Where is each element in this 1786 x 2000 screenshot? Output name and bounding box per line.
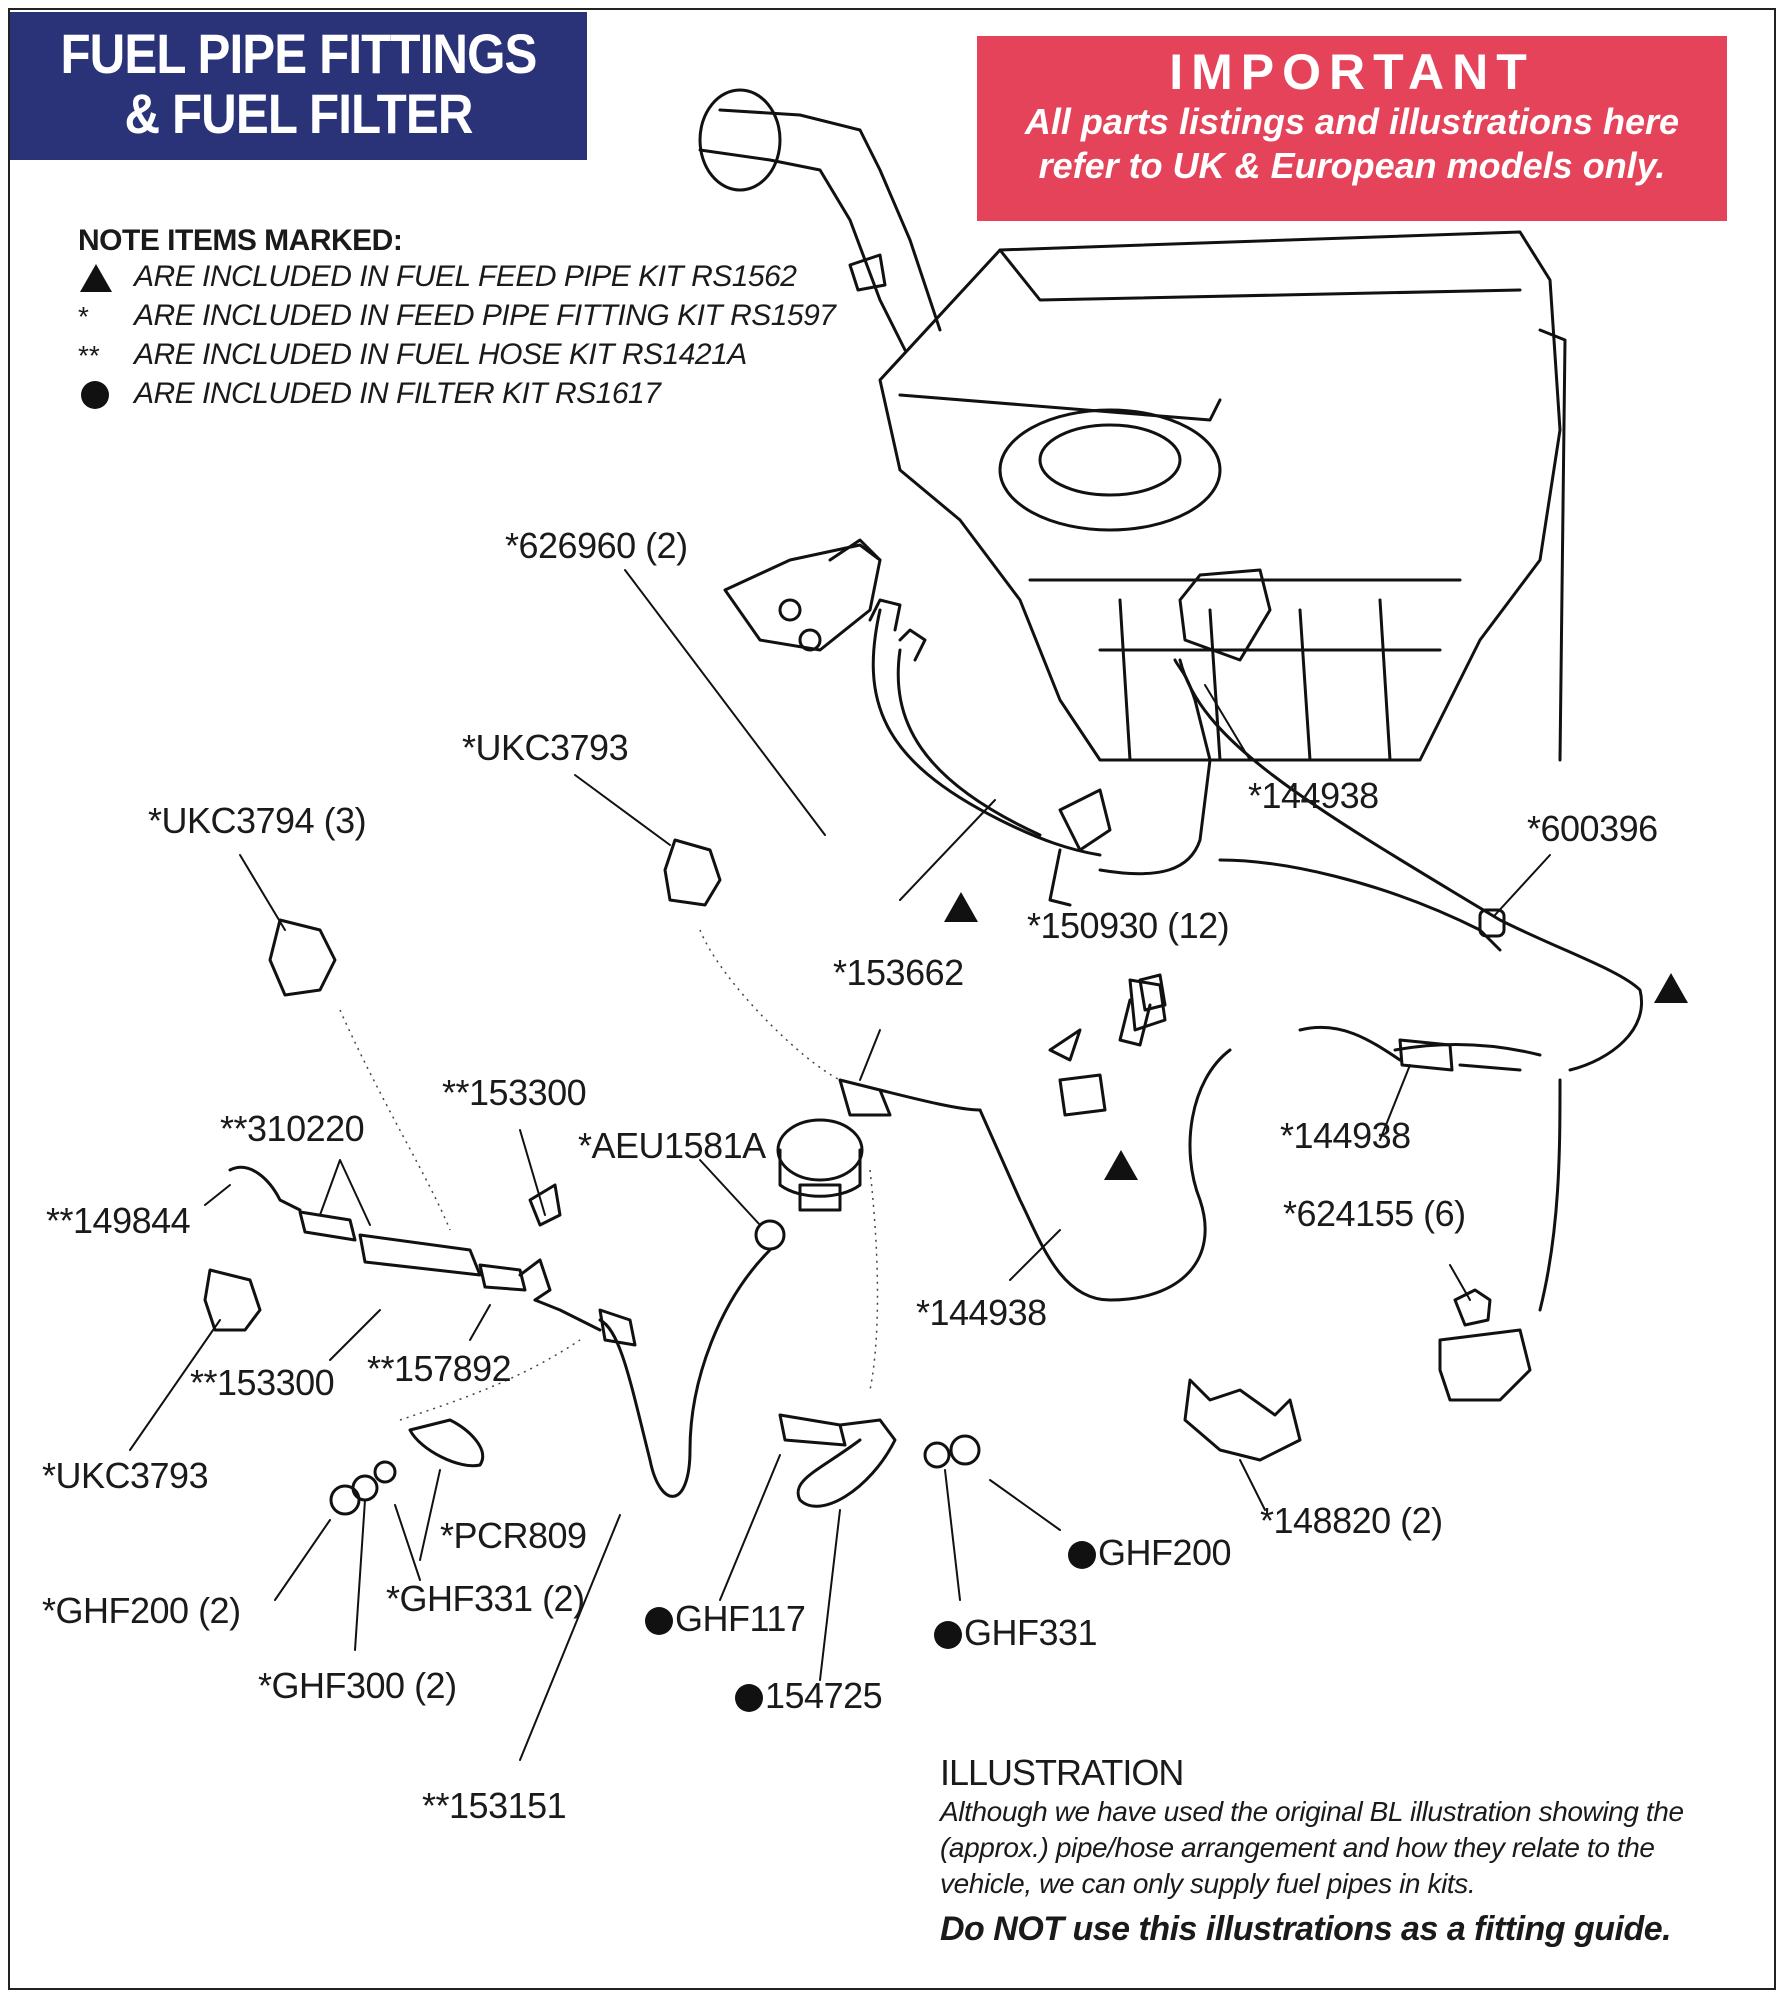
callout-157892: **157892: [367, 1348, 512, 1389]
illustration-heading: ILLUSTRATION: [940, 1752, 1184, 1793]
asterisk-symbol: *: [78, 301, 89, 332]
callout-ghf200-2: *GHF200 (2): [42, 1590, 241, 1631]
callout-aeu1581a: *AEU1581A: [578, 1125, 766, 1166]
callout-150930: *150930 (12): [1027, 905, 1230, 946]
callout-153662: *153662: [833, 952, 964, 993]
callout-144938-right: *144938: [1280, 1115, 1411, 1156]
callout-ghf331-dot: GHF331: [934, 1612, 1098, 1654]
page-frame: [8, 8, 1776, 1990]
callout-ghf331-2: *GHF331 (2): [386, 1578, 585, 1619]
illustration-note: ILLUSTRATION Although we have used the o…: [940, 1752, 1740, 1949]
callout-153300-top: **153300: [442, 1072, 587, 1113]
fuel-pipes-drawing: [578, 608, 1643, 1498]
callout-ghf300-2: *GHF300 (2): [258, 1665, 457, 1706]
callout-153300-bottom: **153300: [190, 1362, 335, 1403]
callout-144938-top: *144938: [1248, 775, 1379, 816]
callout-pcr809: *PCR809: [440, 1515, 587, 1556]
callout-ghf200-dot-label: GHF200: [1098, 1532, 1232, 1573]
filled-dot-icon: [1068, 1541, 1096, 1569]
fittings-drawing: [203, 788, 1532, 1516]
legend-row-double-star: ** ARE INCLUDED IN FUEL HOSE KIT RS1421A: [78, 336, 747, 375]
legend-text: ARE INCLUDED IN FUEL FEED PIPE KIT RS156…: [134, 260, 797, 293]
legend-row-single-star: * ARE INCLUDED IN FEED PIPE FITTING KIT …: [78, 297, 836, 336]
notes-heading: NOTE ITEMS MARKED:: [78, 224, 403, 257]
callout-624155: *624155 (6): [1283, 1193, 1466, 1234]
legend-text: ARE INCLUDED IN FUEL HOSE KIT RS1421A: [134, 338, 747, 371]
kit-triangle-marks: [944, 892, 1688, 1180]
callout-626960: *626960 (2): [505, 525, 688, 566]
callout-ukc3793-bottom: *UKC3793: [42, 1455, 209, 1496]
callout-ukc3794: *UKC3794 (3): [148, 800, 367, 841]
callout-ghf200-dot: GHF200: [1068, 1532, 1232, 1574]
callout-ghf117-label: GHF117: [675, 1598, 806, 1639]
callout-149844: **149844: [46, 1200, 191, 1241]
callout-153151: **153151: [422, 1785, 567, 1826]
callout-ukc3793-top: *UKC3793: [462, 727, 629, 768]
legend-text: ARE INCLUDED IN FILTER KIT RS1617: [134, 377, 661, 410]
filled-dot-icon: [81, 381, 109, 409]
illustration-line-2: (approx.) pipe/hose arrangement and how …: [940, 1832, 1655, 1863]
fuel-tank-drawing: [698, 88, 1567, 762]
fitting-guide-warning: Do NOT use this illustrations as a fitti…: [940, 1910, 1672, 1948]
fuel-pump-drawing: [723, 538, 927, 662]
important-line-2: refer to UK & European models only.: [1038, 145, 1666, 186]
important-line-1: All parts listings and illustrations her…: [1024, 101, 1680, 142]
title-line-2: & FUEL FILTER: [124, 82, 473, 145]
callout-154725: 154725: [735, 1675, 883, 1717]
filled-dot-icon: [934, 1621, 962, 1649]
callout-ghf117: GHF117: [645, 1598, 806, 1640]
important-notice: IMPORTANT All parts listings and illustr…: [977, 36, 1727, 221]
callout-310220: **310220: [220, 1108, 365, 1149]
leader-lines: [129, 569, 1551, 1761]
page-title: FUEL PIPE FITTINGS & FUEL FILTER: [10, 12, 587, 160]
callout-ghf331-dot-label: GHF331: [964, 1612, 1098, 1653]
legend-row-triangle: ARE INCLUDED IN FUEL FEED PIPE KIT RS156…: [78, 258, 797, 297]
filled-dot-icon: [735, 1684, 763, 1712]
illustration-line-1: Although we have used the original BL il…: [940, 1796, 1684, 1827]
callout-600396: *600396: [1527, 808, 1658, 849]
callout-154725-label: 154725: [765, 1675, 883, 1716]
illustration-line-3: vehicle, we can only supply fuel pipes i…: [940, 1868, 1476, 1899]
double-asterisk-symbol: **: [78, 340, 100, 371]
triangle-icon: [80, 264, 112, 292]
title-line-1: FUEL PIPE FITTINGS: [60, 22, 537, 85]
filled-dot-icon: [645, 1607, 673, 1635]
legend-row-dot: ARE INCLUDED IN FILTER KIT RS1617: [78, 375, 661, 414]
notes-legend: NOTE ITEMS MARKED: ARE INCLUDED IN FUEL …: [78, 224, 836, 414]
callout-144938-mid: *144938: [916, 1292, 1047, 1333]
important-heading: IMPORTANT: [1169, 44, 1535, 100]
legend-text: ARE INCLUDED IN FEED PIPE FITTING KIT RS…: [134, 299, 836, 332]
callout-148820: *148820 (2): [1260, 1500, 1443, 1541]
